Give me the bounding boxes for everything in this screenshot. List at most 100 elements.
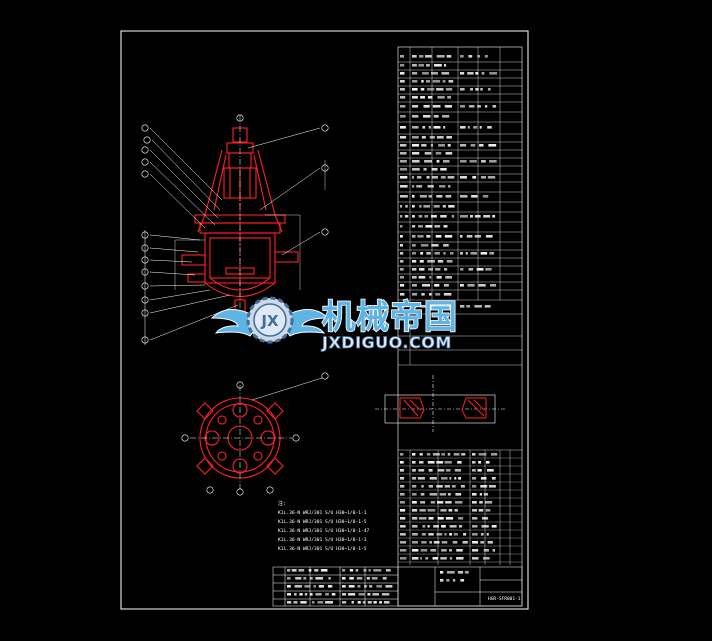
title-block-mark <box>379 601 382 604</box>
parts-row-mark <box>436 533 443 536</box>
spec-entry-mark <box>434 252 440 255</box>
parts-row-mark <box>472 557 479 560</box>
spec-entry-mark <box>412 260 417 263</box>
title-block-mark <box>342 601 347 604</box>
spec-entry-mark <box>400 160 407 163</box>
parts-row-mark <box>449 549 452 552</box>
parts-row-mark <box>400 469 404 472</box>
parts-row-mark <box>400 557 407 560</box>
parts-row-mark <box>433 525 439 528</box>
title-block-mark <box>312 601 315 604</box>
spec-entry-mark <box>480 176 486 179</box>
parts-row-mark <box>481 525 489 528</box>
title-block-mark <box>348 585 355 588</box>
parts-row-mark <box>400 525 406 528</box>
title-block-mark <box>358 593 365 596</box>
item-balloon <box>141 282 149 290</box>
title-block-mark <box>367 601 372 604</box>
elevation-dimensions <box>174 160 326 290</box>
spec-entry-mark <box>484 55 488 58</box>
title-block-entries <box>287 569 469 604</box>
spec-entry-mark <box>400 305 405 308</box>
parts-row-mark <box>477 469 482 472</box>
plan-balloon <box>292 434 300 442</box>
parts-row-mark <box>412 509 418 512</box>
spec-entry-mark <box>442 160 450 163</box>
plan-balloon <box>181 434 189 442</box>
title-block-mark <box>342 593 346 596</box>
spec-entry-mark <box>424 160 432 163</box>
spec-entry-mark <box>450 252 454 255</box>
parts-row-mark <box>400 517 406 520</box>
parts-row-mark <box>400 509 406 512</box>
parts-row-mark <box>487 541 493 544</box>
item-balloons <box>141 114 329 344</box>
parts-row-mark <box>491 525 497 528</box>
spec-entry-mark <box>420 96 425 99</box>
note-line-4: K1L.36-N WRJ/301 S/U H30~1/0-1-3 <box>278 537 367 543</box>
parts-row-mark <box>400 461 404 464</box>
parts-row-mark <box>439 493 447 496</box>
parts-row-mark <box>400 549 407 552</box>
spec-entry-mark <box>443 252 446 255</box>
spec-entry-mark <box>400 105 406 108</box>
title-block-mark <box>457 571 464 574</box>
spec-entry-mark <box>400 276 404 279</box>
spec-entry-mark <box>427 185 434 188</box>
parts-row-mark <box>421 541 427 544</box>
parts-row-mark <box>419 453 423 456</box>
title-block-mark <box>440 571 444 574</box>
spec-entry-mark <box>489 72 498 75</box>
title-block-mark <box>348 593 356 596</box>
watermark-subtitle: JXDIGUO.COM <box>321 333 452 352</box>
spec-entry-mark <box>421 80 424 83</box>
spec-entry-mark <box>460 252 463 255</box>
parts-row-mark <box>453 533 458 536</box>
spec-entry-mark <box>400 126 406 129</box>
parts-row-mark <box>454 469 461 472</box>
parts-row-mark <box>437 501 444 504</box>
spec-entry-mark <box>466 235 473 238</box>
parts-row-mark <box>421 485 424 488</box>
spec-entry-mark <box>484 305 491 308</box>
parts-row-mark <box>441 541 448 544</box>
title-block-mark <box>369 585 373 588</box>
spec-entry-mark <box>439 185 446 188</box>
parts-row-mark <box>425 557 429 560</box>
parts-row-mark <box>472 533 478 536</box>
spec-entry-mark <box>432 105 441 108</box>
spec-entry-mark <box>442 80 446 83</box>
spec-entry-mark <box>436 160 440 163</box>
item-balloon <box>141 170 149 178</box>
parts-row-mark <box>449 477 452 480</box>
spec-entry-mark <box>416 176 422 179</box>
title-block-mark <box>357 601 361 604</box>
spec-entry-mark <box>419 55 424 58</box>
spec-entry-mark <box>426 235 431 238</box>
spec-entry-mark <box>460 55 464 58</box>
spec-entry-mark <box>434 225 441 228</box>
spec-entry-mark <box>400 215 403 218</box>
spec-entry-mark <box>440 215 447 218</box>
parts-row-mark <box>472 549 479 552</box>
title-block-mark <box>303 577 307 580</box>
spec-entry-mark <box>405 205 408 208</box>
spec-entry-mark <box>412 80 418 83</box>
spec-entry-mark <box>423 115 431 118</box>
spec-entry-mark <box>437 260 444 263</box>
spec-entry-mark <box>426 252 431 255</box>
spec-entry-mark <box>400 115 406 118</box>
spec-entry-mark <box>412 244 416 247</box>
spec-entry-mark <box>433 126 441 129</box>
title-block-mark <box>381 593 390 596</box>
parts-row-mark <box>429 493 438 496</box>
parts-row-mark <box>412 469 416 472</box>
spec-entry-mark <box>489 160 497 163</box>
watermark-title: 机械帝国 <box>322 297 458 336</box>
title-block-mark <box>287 585 291 588</box>
spec-entry-mark <box>400 205 403 208</box>
spec-entry-mark <box>412 55 417 58</box>
title-block-mark <box>287 577 291 580</box>
parts-row-mark <box>420 549 428 552</box>
flange-section-detail <box>375 375 505 432</box>
